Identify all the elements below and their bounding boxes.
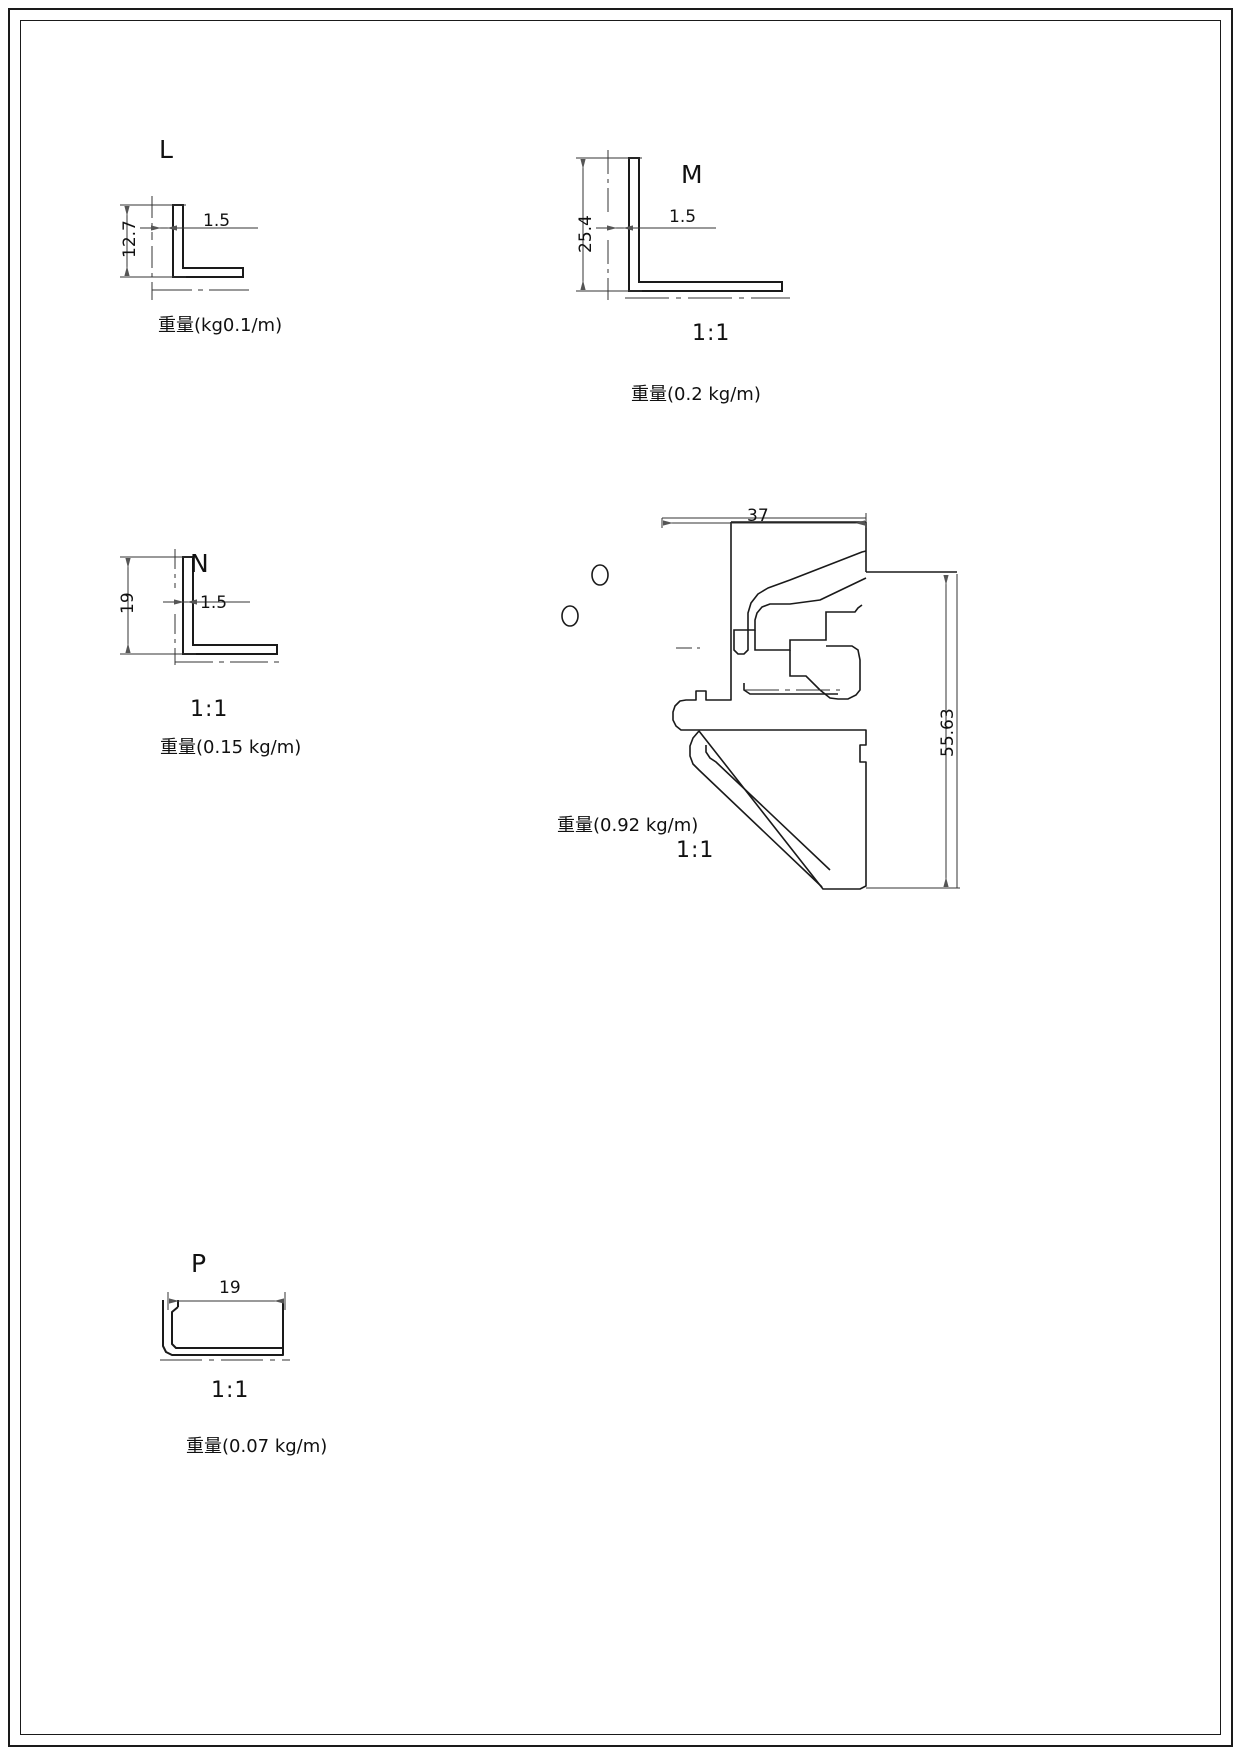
- sheet-border-outer: [8, 8, 1233, 1747]
- profile-L-dimension-lines: [120, 196, 258, 300]
- profile-M-scale: 1:1: [692, 321, 731, 346]
- profile-complex-dimension-lines: [661, 513, 960, 889]
- profile-complex-width-dimension: 37: [747, 506, 769, 526]
- sheet-border-inner: [20, 20, 1221, 1735]
- profile-complex-bolt-holes: [561, 564, 609, 627]
- profile-P-letter: P: [191, 1249, 207, 1278]
- profile-M-letter: M: [681, 160, 704, 189]
- profile-N-height-dimension: 19: [118, 592, 138, 614]
- profile-N-weight: 重量(0.15 kg/m): [160, 737, 302, 758]
- profile-N-scale: 1:1: [190, 697, 229, 722]
- profile-M-outline: [628, 157, 783, 292]
- profile-complex-height-dimension: 55.63: [938, 708, 958, 757]
- profile-L-letter: L: [159, 135, 174, 164]
- profile-P-outline: [162, 1300, 284, 1356]
- profile-P-scale: 1:1: [211, 1378, 250, 1403]
- profile-L-thickness-dimension: 1.5: [203, 211, 231, 231]
- profile-L-height-dimension: 12.7: [120, 220, 140, 258]
- hole-upper: [591, 564, 609, 586]
- profile-P-dimension-lines: [160, 1292, 290, 1361]
- profile-P-weight: 重量(0.07 kg/m): [186, 1436, 328, 1457]
- profile-M-weight: 重量(0.2 kg/m): [631, 384, 761, 405]
- profile-P-width-dimension: 19: [219, 1278, 241, 1298]
- profile-complex-weight: 重量(0.92 kg/m): [557, 815, 699, 836]
- profile-complex-scale: 1:1: [676, 838, 715, 863]
- profile-complex-outline: [672, 521, 957, 890]
- profile-N-letter: N: [190, 549, 210, 578]
- profile-N-dimension-lines: [120, 549, 285, 665]
- profile-M-dimension-lines: [576, 150, 790, 300]
- hole-lower: [561, 605, 579, 627]
- profile-N-thickness-dimension: 1.5: [200, 593, 228, 613]
- profile-M-height-dimension: 25.4: [576, 215, 596, 253]
- profile-L-weight: 重量(kg0.1/m): [158, 315, 283, 336]
- profile-M-thickness-dimension: 1.5: [669, 207, 697, 227]
